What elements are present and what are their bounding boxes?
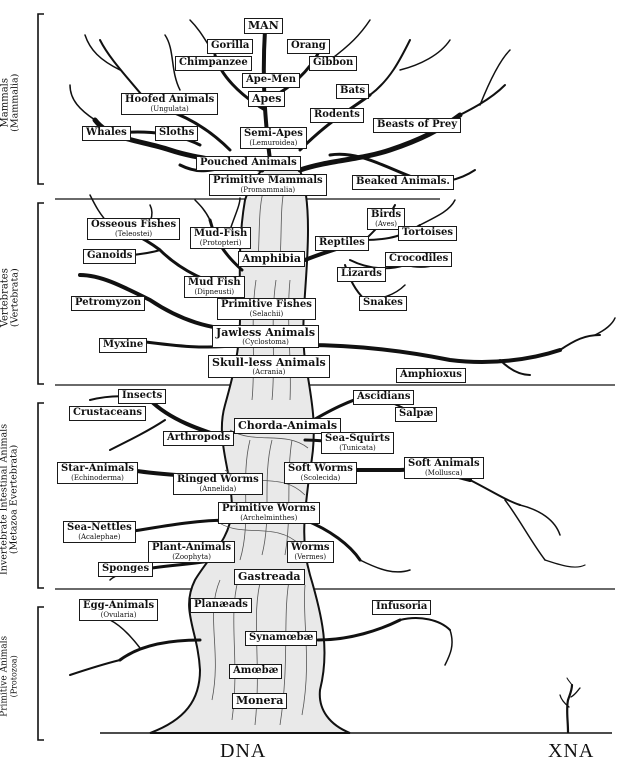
node-plant-animals: Plant-Animals(Zoophyta) — [148, 541, 236, 563]
node-insects: Insects — [118, 389, 167, 404]
node-crustaceans: Crustaceans — [69, 406, 147, 421]
dna-label: DNA — [220, 740, 267, 762]
node-sea-squirts: Sea-Squirts(Tunicata) — [321, 432, 395, 454]
node-ganoids: Ganoids — [83, 249, 137, 264]
node-mud-fish-dipneusti: Mud Fish(Dipneusti) — [184, 276, 245, 298]
node-sloths: Sloths — [155, 126, 199, 141]
group-label-invertebrates: Invertebrate Intestinal Animals (Metazoa… — [0, 423, 20, 575]
node-soft-animals: Soft Animals(Mollusca) — [404, 457, 484, 479]
node-mud-fish-protopteri: Mud-Fish(Protopteri) — [190, 227, 252, 249]
node-primitive-worms: Primitive Worms(Archelminthes) — [218, 502, 320, 524]
node-monera: Monera — [232, 693, 288, 709]
node-snakes: Snakes — [359, 296, 407, 311]
node-ape-men: Ape-Men — [242, 73, 300, 88]
node-pouched-animals: Pouched Animals — [196, 156, 301, 171]
node-synamoebae: Synamœbæ — [245, 631, 318, 646]
node-reptiles: Reptiles — [315, 236, 369, 251]
group-label-mammals: Mammals (Mammalia) — [0, 73, 21, 132]
node-chimpanzee: Chimpanzee — [175, 56, 252, 71]
node-rodents: Rodents — [310, 108, 364, 123]
node-beaked-animals: Beaked Animals. — [352, 175, 454, 190]
section-brackets — [37, 13, 44, 741]
node-infusoria: Infusoria — [372, 600, 432, 615]
node-skull-less-animals: Skull-less Animals(Acrania) — [208, 355, 330, 378]
node-semi-apes: Semi-Apes(Lemuroidea) — [240, 127, 307, 149]
node-apes: Apes — [248, 91, 286, 107]
node-primitive-fishes: Primitive Fishes(Selachii) — [217, 298, 316, 320]
node-salpae: Salpæ — [395, 407, 438, 422]
group-label-primitive-animals: Primitive Animals (Protozoa) — [0, 635, 19, 717]
node-orang: Orang — [287, 39, 330, 54]
xna-sapling — [559, 677, 581, 734]
node-tortoises: Tortoises — [398, 226, 457, 241]
node-ascidians: Ascidians — [353, 390, 415, 405]
node-crocodiles: Crocodiles — [385, 252, 453, 267]
node-gorilla: Gorilla — [207, 39, 254, 54]
node-man: MAN — [244, 18, 283, 34]
node-soft-worms: Soft Worms(Scolecida) — [284, 462, 357, 484]
node-whales: Whales — [82, 126, 131, 141]
xna-label: XNA — [548, 740, 595, 762]
node-arthropods: Arthropods — [163, 431, 235, 446]
node-amoebae: Amœbæ — [229, 664, 283, 679]
node-birds: Birds(Aves) — [367, 208, 406, 230]
node-amphioxus: Amphioxus — [396, 368, 466, 383]
node-gibbon: Gibbon — [309, 56, 358, 71]
node-beasts-of-prey: Beasts of Prey — [373, 118, 462, 133]
node-ringed-worms: Ringed Worms(Annelida) — [173, 473, 263, 495]
node-worms: Worms(Vermes) — [287, 541, 334, 563]
node-amphibia: Amphibia — [238, 251, 306, 267]
node-petromyzon: Petromyzon — [71, 296, 146, 311]
node-sponges: Sponges — [98, 562, 154, 577]
node-hoofed-animals: Hoofed Animals(Ungulata) — [121, 93, 219, 115]
node-bats: Bats — [336, 84, 370, 99]
node-star-animals: Star-Animals(Echinoderma) — [57, 462, 139, 484]
node-chorda-animals: Chorda-Animals — [234, 418, 342, 434]
group-label-vertebrates: Vertebrates (Vertebrata) — [0, 268, 21, 328]
node-myxine: Myxine — [99, 338, 148, 353]
node-egg-animals: Egg-Animals(Ovularia) — [79, 599, 159, 621]
node-lizards: Lizards — [337, 267, 386, 282]
node-osseous-fishes: Osseous Fishes(Teleostei) — [87, 218, 181, 240]
node-sea-nettles: Sea-Nettles(Acalephae) — [63, 521, 136, 543]
node-gastreada: Gastreada — [234, 569, 305, 585]
node-jawless-animals: Jawless Animals(Cyclostoma) — [212, 325, 320, 348]
node-planaeads: Planæads — [190, 598, 252, 613]
node-primitive-mammals: Primitive Mammals(Promammalia) — [209, 174, 327, 196]
